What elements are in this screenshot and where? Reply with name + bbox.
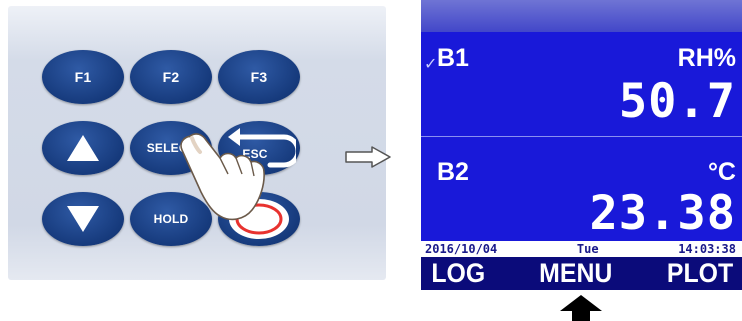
channel-1-unit: RH% (677, 44, 736, 72)
status-date: 2016/10/04 (425, 242, 498, 256)
f3-key[interactable]: F3 (218, 50, 300, 104)
down-arrow-icon (67, 206, 99, 232)
f3-key-label: F3 (250, 69, 268, 85)
hold-key-label: HOLD (153, 212, 189, 226)
keypad-panel: F1 F2 F3 SELECT ESC HOLD (8, 6, 386, 280)
display-top-bar (421, 0, 742, 32)
channel-2-unit: °C (707, 158, 736, 186)
f1-key-label: F1 (74, 69, 92, 85)
f1-key[interactable]: F1 (42, 50, 124, 104)
up-arrow-indicator-icon (560, 295, 602, 321)
softkey-plot[interactable]: PLOT (666, 258, 734, 288)
status-bar: 2016/10/04 Tue 14:03:38 (421, 241, 742, 257)
pointing-hand-icon (180, 133, 265, 221)
up-arrow-key[interactable] (42, 121, 124, 175)
hold-key[interactable]: HOLD (130, 192, 212, 246)
check-icon: ✓ (424, 56, 438, 73)
f2-key-label: F2 (162, 69, 180, 85)
softkey-bar: LOG MENU PLOT (421, 257, 742, 290)
right-arrow-outline-icon (345, 146, 391, 168)
instrument-display: ✓ B1 RH% 50.7 B2 °C 23.38 2016/10/04 Tue… (421, 0, 742, 290)
channel-2-value: 23.38 (589, 186, 736, 241)
status-weekday: Tue (576, 242, 599, 256)
f2-key[interactable]: F2 (130, 50, 212, 104)
softkey-menu[interactable]: MENU (539, 258, 613, 288)
channel-1-label: B1 (437, 44, 469, 72)
softkey-log[interactable]: LOG (431, 258, 486, 288)
up-arrow-icon (67, 135, 99, 161)
down-arrow-key[interactable] (42, 192, 124, 246)
channel-divider (421, 136, 742, 137)
channel-1-value: 50.7 (618, 74, 736, 129)
back-arrow-icon (228, 128, 296, 168)
channel-2-label: B2 (437, 158, 469, 186)
status-time: 14:03:38 (678, 242, 736, 256)
